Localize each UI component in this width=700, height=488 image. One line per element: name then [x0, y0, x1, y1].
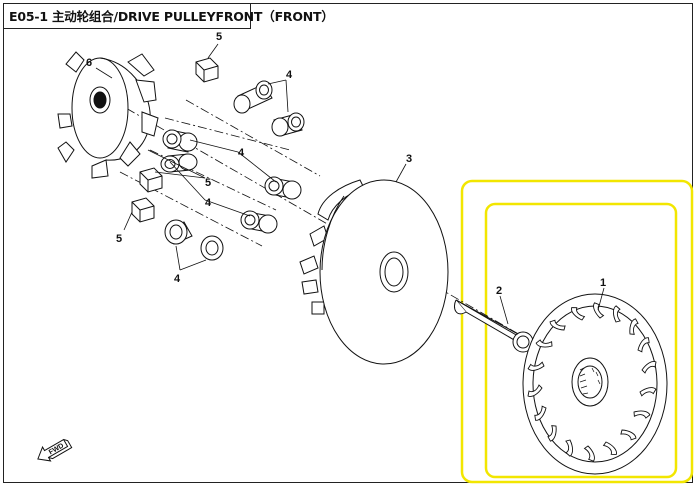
part-4-roller-b: [271, 112, 305, 137]
callout-4-top: 4: [286, 69, 293, 81]
callout-3: 3: [406, 153, 412, 165]
part-6-cam-plate: [57, 51, 159, 179]
part-1-fan-plate: [522, 293, 668, 475]
fwd-label: FWD: [48, 442, 65, 456]
callout-6: 6: [86, 57, 92, 69]
part-4-roller-c: [162, 129, 198, 153]
callout-2: 2: [496, 285, 502, 297]
part-4-roller-h: [200, 235, 224, 261]
part-3-fixed-sheave: [299, 179, 449, 365]
callout-5-bottom: 5: [116, 233, 122, 245]
title-box: E05-1 主动轮组合/DRIVE PULLEYFRONT（FRONT）: [3, 3, 334, 29]
part-5-slider-bottom: [131, 197, 155, 223]
part-4-roller-f: [240, 210, 278, 234]
callout-4-middle: 4: [238, 147, 245, 159]
part-5-slider-middle: [139, 167, 163, 193]
callout-5-top: 5: [216, 31, 222, 43]
callout-4-bottom: 4: [174, 273, 181, 285]
part-4-roller-e: [264, 176, 302, 200]
highlight-frame-inner: [484, 202, 678, 479]
part-5-slider-top: [195, 57, 219, 83]
highlight-frame-outer: [460, 179, 694, 484]
fwd-arrow-icon: FWD: [37, 438, 73, 462]
part-4-roller-a: [233, 80, 273, 114]
part-2-shaft-sleeve: [453, 299, 534, 353]
callout-1: 1: [600, 277, 606, 289]
part-4-roller-d: [160, 153, 198, 173]
callout-5-middle: 5: [205, 177, 211, 189]
callout-4-lower: 4: [205, 197, 212, 209]
leader-lines: [95, 43, 605, 325]
part-4-roller-g: [164, 219, 193, 245]
diagram-title: E05-1 主动轮组合/DRIVE PULLEYFRONT（FRONT）: [9, 9, 334, 24]
